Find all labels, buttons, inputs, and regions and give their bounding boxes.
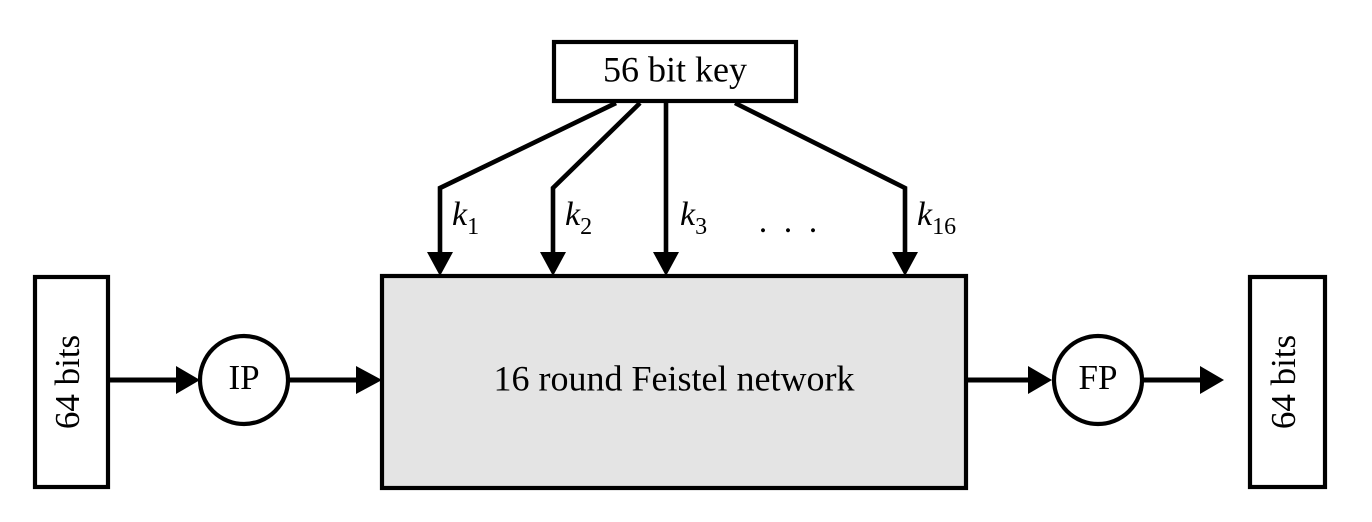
round-key-base-k1: k [452, 196, 468, 233]
initial-permutation-label: IP [228, 358, 259, 397]
key-block[interactable]: 56 bit key [551, 39, 799, 104]
arrow-ip-to-network-head [356, 366, 382, 394]
input-block[interactable]: 64 bits [32, 274, 111, 490]
arrow-fp-to-output [1142, 366, 1224, 394]
round-key-base-k3: k [680, 196, 696, 233]
round-key-arrowhead-16 [892, 252, 918, 276]
key-fanout-line-16 [733, 100, 908, 258]
round-key-base-k16: k [917, 196, 933, 233]
initial-permutation-node[interactable]: IP [197, 333, 291, 427]
output-block-label: 64 bits [1264, 335, 1303, 429]
round-key-subscript-k1: 1 [467, 214, 479, 240]
round-key-arrowheads [427, 252, 918, 276]
arrow-input-to-ip-head [176, 366, 200, 394]
input-block-rect [32, 274, 111, 490]
round-key-label-k16: k16 [917, 196, 956, 240]
round-key-label-k1: k1 [452, 196, 479, 240]
feistel-network-block[interactable]: 16 round Feistel network [379, 273, 969, 491]
key-block-label: 56 bit key [603, 49, 747, 89]
final-permutation-node[interactable]: FP [1051, 333, 1145, 427]
round-key-arrowhead-3 [653, 252, 679, 276]
round-key-subscript-k2: 2 [580, 214, 592, 240]
key-fanout-line-1 [437, 100, 618, 258]
final-permutation-label: FP [1079, 358, 1118, 397]
round-key-base-k2: k [565, 196, 581, 233]
arrow-ip-to-network [288, 366, 382, 394]
output-block[interactable]: 64 bits [1247, 274, 1328, 490]
arrow-fp-to-output-head [1200, 366, 1224, 394]
key-fanout-line-2 [550, 101, 642, 258]
round-key-label-k2: k2 [565, 196, 592, 240]
round-key-subscript-k3: 3 [695, 214, 707, 240]
round-key-subscript-k16: 16 [932, 214, 956, 240]
feistel-network-rect [379, 273, 969, 491]
key-block-rect [551, 39, 799, 104]
input-block-label: 64 bits [48, 335, 87, 429]
arrow-network-to-fp-head [1028, 366, 1052, 394]
arrow-input-to-ip [108, 366, 200, 394]
feistel-network-label: 16 round Feistel network [494, 358, 855, 398]
output-block-rect [1247, 274, 1328, 490]
round-key-arrowhead-2 [540, 252, 566, 276]
round-key-labels: k1 k2 k3 k16 . . . [452, 196, 956, 240]
round-key-arrowhead-1 [427, 252, 453, 276]
round-key-label-k3: k3 [680, 196, 707, 240]
round-key-ellipsis: . . . [759, 203, 822, 240]
key-fanout-lines [437, 100, 908, 258]
arrow-network-to-fp [966, 366, 1052, 394]
